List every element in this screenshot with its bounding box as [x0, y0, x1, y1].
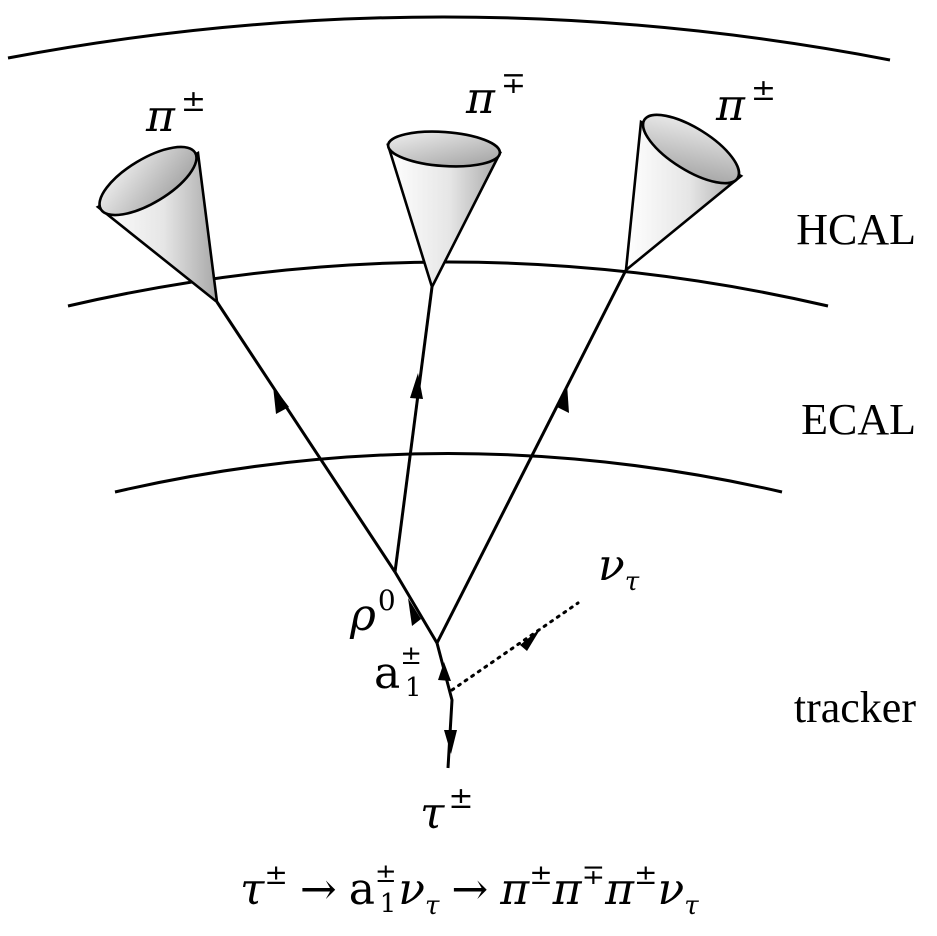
formula-pion-2: π	[552, 864, 583, 915]
pion-right-charge: ±	[751, 73, 776, 108]
pion-right-symbol: π	[715, 80, 746, 131]
formula-a-sub: 1	[380, 889, 397, 919]
layer-label-hcal: HCAL	[796, 205, 916, 254]
pion-right-arrow	[557, 384, 569, 413]
a1-charge: ±	[400, 641, 422, 671]
a1-subscript: 1	[405, 673, 422, 703]
ecal-inner-arc	[114, 452, 783, 494]
rho-track-arrow	[408, 598, 421, 626]
formula-arrow-2: →	[451, 864, 488, 915]
cone-left	[95, 145, 219, 306]
decay-chain-formula: τ±→a±1ντ→π±π∓π±ντ	[240, 858, 699, 921]
label-a1: a±1	[374, 641, 422, 703]
formula-a: a	[349, 864, 375, 915]
cone-left-cap	[98, 145, 198, 217]
layer-label-tracker: tracker	[794, 683, 916, 732]
rho-symbol: ρ	[349, 590, 376, 641]
pion-middle-symbol: π	[465, 73, 496, 124]
neutrino-track	[450, 601, 580, 692]
cone-middle-cap	[386, 130, 502, 168]
formula-nu-2-sub: τ	[684, 891, 699, 921]
formula-tau: τ	[240, 864, 265, 915]
tau-charge: ±	[448, 781, 473, 816]
pion-middle-track	[393, 286, 434, 573]
formula-tau-charge: ±	[264, 858, 287, 891]
label-pion-left: π±	[145, 84, 206, 142]
label-pion-right: π±	[715, 73, 776, 131]
formula-pion-3: π	[604, 864, 635, 915]
pion-middle-arrow	[410, 373, 423, 399]
cone-right-cap	[641, 113, 741, 185]
a1-track-arrow	[438, 662, 451, 681]
formula-pion-2-charge: ∓	[582, 858, 605, 891]
formula-nu-2: ν	[657, 864, 684, 915]
rho-track	[393, 571, 439, 644]
a1-symbol: a	[374, 648, 400, 699]
formula-nu-sub: τ	[425, 891, 440, 921]
label-tau: τ±	[420, 781, 473, 839]
tau-track-arrow	[444, 730, 457, 754]
layer-label-ecal: ECAL	[801, 395, 916, 444]
pion-left-arrow	[273, 386, 289, 414]
formula-a-charge: ±	[375, 859, 397, 889]
label-rho: ρ0	[349, 584, 396, 641]
pion-left-symbol: π	[145, 91, 176, 142]
pion-middle-charge: ∓	[501, 66, 526, 101]
rho-charge: 0	[378, 584, 396, 617]
outer-boundary-arc	[7, 15, 891, 62]
cone-right	[624, 113, 744, 273]
pion-left-charge: ±	[181, 84, 206, 119]
hcal-inner-arc	[67, 260, 829, 308]
neutrino-symbol: ν	[598, 540, 625, 591]
label-pion-middle: π∓	[465, 66, 526, 124]
formula-pion-1: π	[499, 864, 530, 915]
cone-middle	[386, 130, 503, 291]
neutrino-arrow	[520, 628, 541, 651]
label-neutrino: ντ	[598, 540, 640, 597]
formula-pion-3-charge: ±	[634, 858, 657, 891]
pion-left-track	[215, 301, 397, 573]
formula-pion-1-charge: ±	[529, 858, 552, 891]
formula-nu: ν	[398, 864, 425, 915]
tau-symbol: τ	[420, 788, 445, 839]
pion-right-track	[435, 269, 628, 644]
neutrino-subscript: τ	[625, 567, 640, 597]
formula-arrow-1: →	[300, 864, 337, 915]
